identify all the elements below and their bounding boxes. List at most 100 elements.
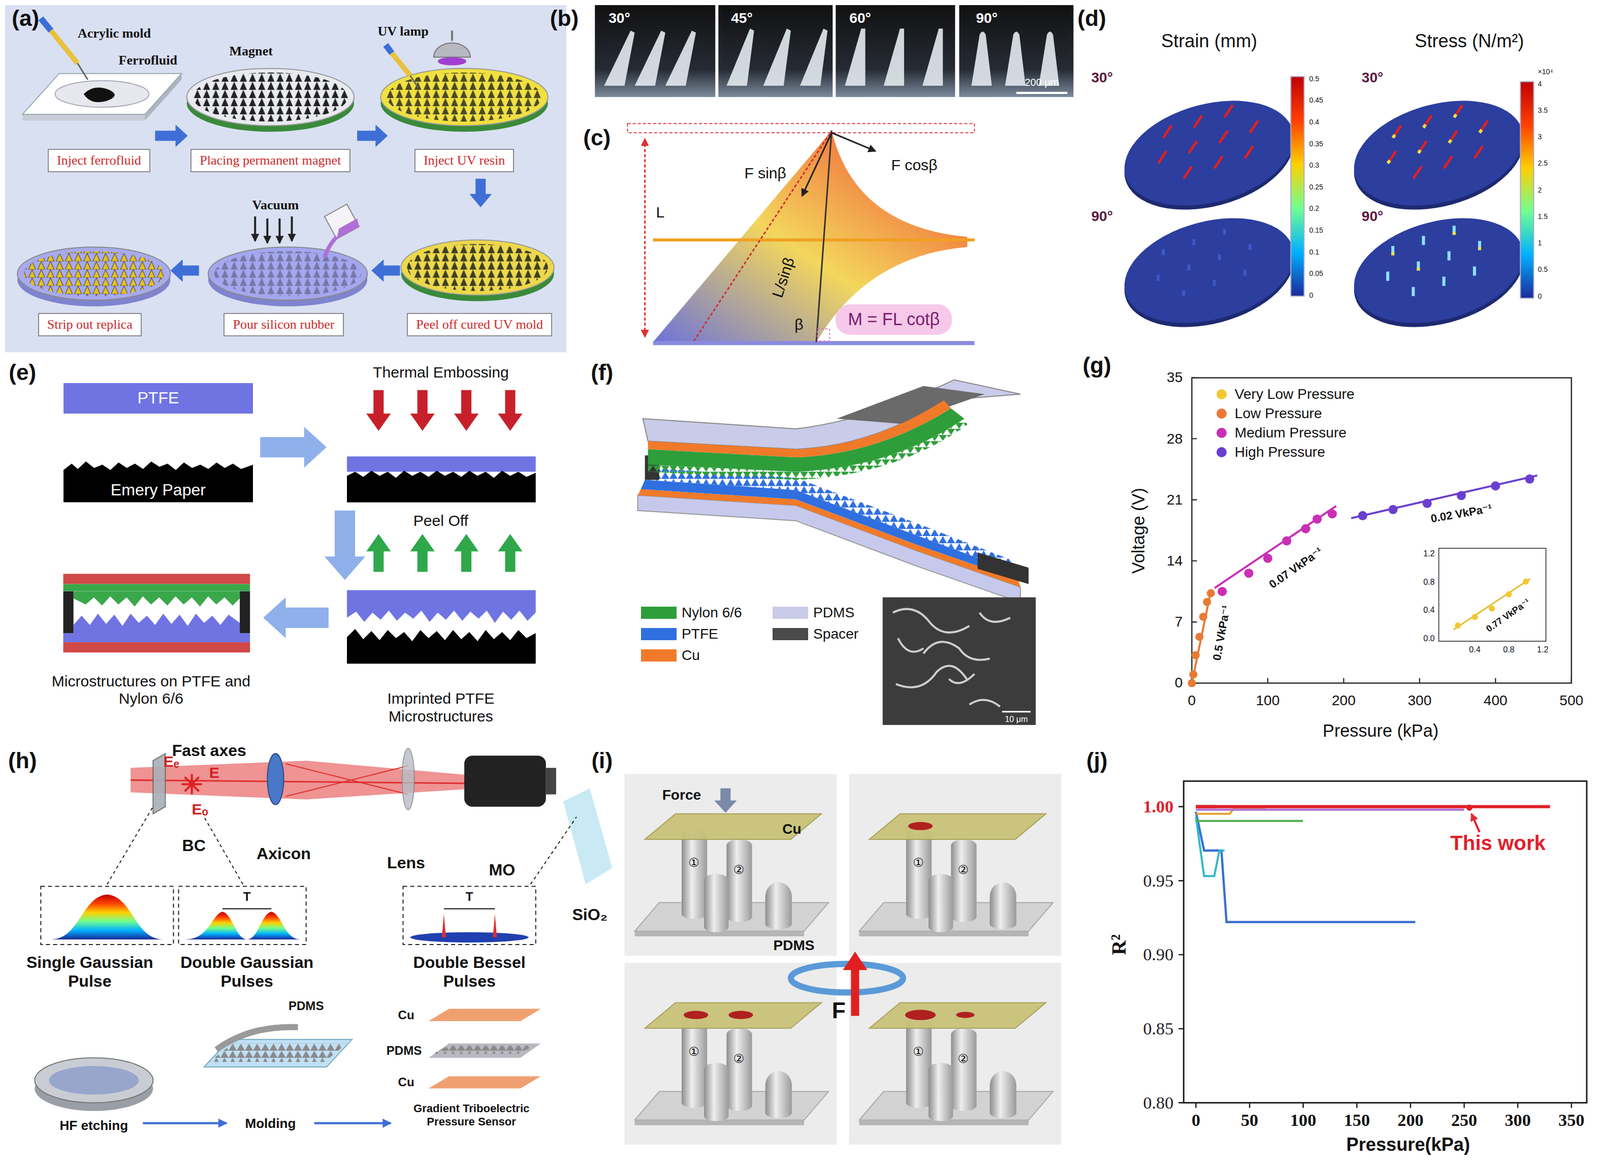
ellipse-shape [407,243,549,291]
rect-shape [835,5,955,98]
rect-shape [178,885,307,945]
rect-shape [882,597,1036,725]
polygon-shape [714,787,737,813]
path-shape [1387,105,1488,179]
axis-tick: 300 [1505,1109,1531,1130]
path-shape [216,1026,299,1050]
ellipse-shape [23,250,165,296]
ellipse-shape [267,753,284,805]
line-shape [802,132,832,197]
panel-letter: (j) [1086,747,1108,774]
ellipse-shape [955,1011,975,1018]
text-label: Acrylic mold [77,25,151,42]
polygon-shape [842,951,868,1016]
line-shape [644,138,646,337]
circle-shape [1358,510,1368,521]
text-label: Double Gaussian Pulses [170,952,324,991]
text-label: 90° [1361,208,1384,225]
rough-surface [63,461,254,503]
box-text: PTFE [137,388,179,408]
line-shape [291,216,294,241]
path-shape [1195,808,1464,811]
path-shape [433,42,471,57]
polygon-shape [603,30,635,86]
rect-shape [239,591,250,633]
path-shape [441,913,497,938]
axis-tick: 1.2 [1423,548,1435,559]
path-shape [1178,806,1572,1108]
panel-letter: (h) [8,747,37,774]
polygon-shape [977,552,1029,584]
colorbar-tick: 0 [1538,292,1543,301]
polygon-shape [324,204,360,239]
text-label: Gradient Triboelectric Pressure Sensor [395,1101,549,1128]
text-label: Axicon [256,844,311,863]
path-shape [892,609,1011,707]
box-text: Pour silicon rubber [232,316,335,333]
line-shape [314,1122,392,1125]
polygon-shape [410,533,435,572]
polygon-shape [170,259,199,282]
text-label: E [209,763,220,782]
step-caption-box: Pour silicon rubber [223,312,344,337]
polygon-shape [324,510,366,581]
ellipse-shape [401,239,555,296]
text-label: UV lamp [377,23,429,40]
panel-letter: (f) [590,359,614,386]
ellipse-shape [437,57,467,66]
colorbar-tick: 1.5 [1538,212,1549,221]
path-shape [1195,811,1416,922]
circle-shape [1522,578,1529,585]
text-label: F cosβ [891,156,938,175]
colorbar-tick: 1 [1538,238,1543,247]
rect-shape [63,591,251,633]
line-shape [1191,589,1211,684]
line-shape [253,216,256,241]
slope-label: 0.07 VkPa⁻¹ [1266,544,1326,591]
polygon-shape [497,533,523,572]
circle-shape [1187,678,1196,687]
path-shape [73,613,240,633]
ellipse-shape [208,246,368,301]
rect-shape [817,328,830,341]
axis-tick: 0.80 [1142,1092,1174,1113]
g-shape [366,533,523,572]
rect-shape [63,642,251,653]
circle-shape [1282,535,1292,546]
rect-shape [594,5,716,98]
circle-shape [1471,613,1478,620]
legend-label: Medium Pressure [1234,424,1347,441]
text-label: Eₒ [192,800,209,819]
axis-tick: 350 [1558,1109,1585,1130]
colorbar-tick: 0 [1309,291,1314,300]
circle-shape [1466,804,1473,811]
circle-shape [1301,524,1311,534]
polygon-shape [154,124,188,147]
polygon-shape [469,178,492,208]
legend-label: Very Low Pressure [1234,386,1355,403]
polygon-shape [366,390,391,431]
line-shape [410,75,419,88]
line-shape [1471,813,1480,832]
path-shape [181,773,203,794]
colorbar-tick: 0.35 [1309,139,1324,148]
polygon-shape [497,390,523,431]
path-shape [1387,114,1482,164]
circle-shape [1312,514,1322,524]
colorbar-tick: 0.5 [1309,74,1320,83]
text-label: Cu [398,1007,415,1022]
text-label: HF etching [59,1117,128,1133]
path-shape [1387,225,1480,297]
callout-number: ① [912,855,924,870]
emery-paper: Emery Paper [63,459,254,502]
colorbar-tick: 2 [1538,185,1543,195]
callout-number: ① [688,855,700,870]
polygon-shape [410,390,435,431]
ellipse-shape [728,1010,753,1019]
ellipse-shape [1112,83,1306,223]
text-label: L [655,203,665,222]
g-shape [1187,589,1215,688]
path-shape [1195,819,1303,822]
text-label: 30° [1361,69,1384,86]
